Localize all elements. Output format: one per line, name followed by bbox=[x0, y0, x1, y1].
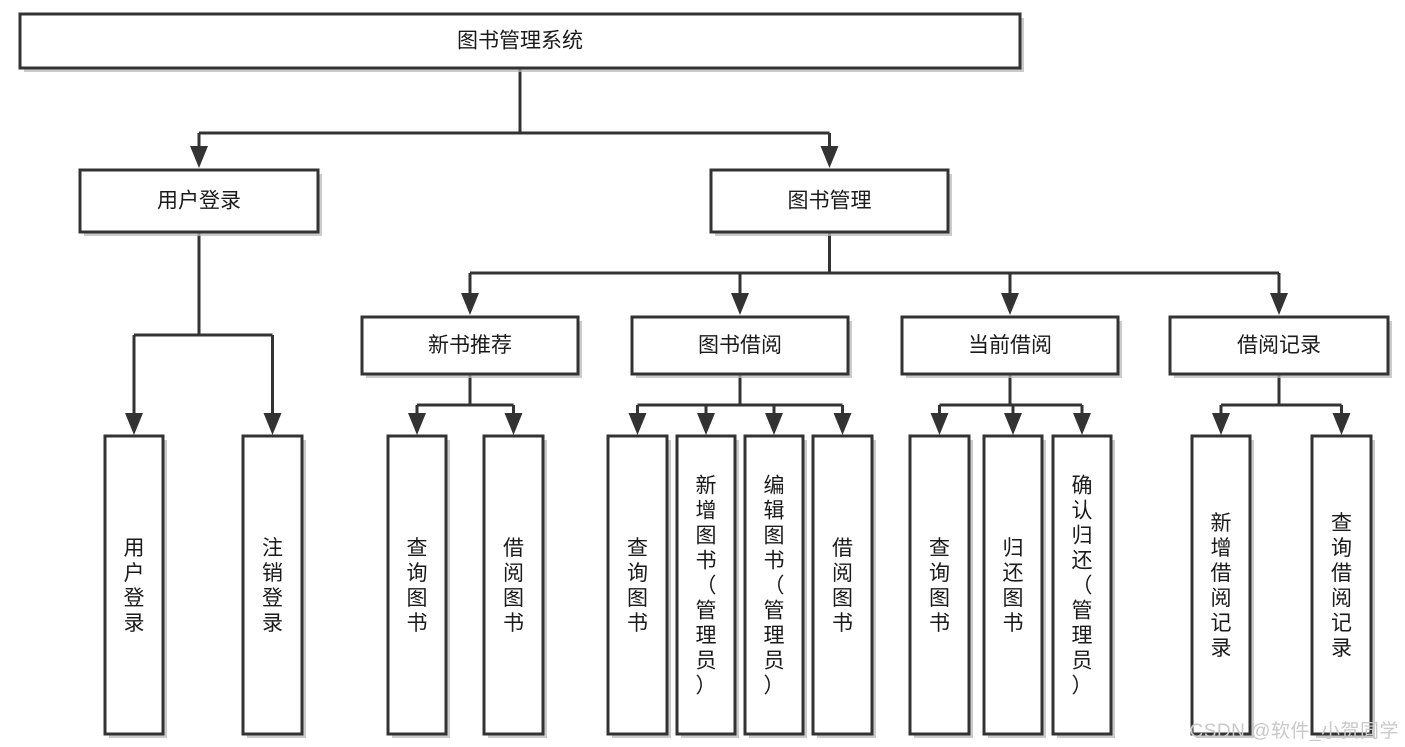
node-label: 查询借阅记录 bbox=[1331, 512, 1352, 660]
node-outline bbox=[103, 434, 165, 736]
node-leaf-查询图书[interactable]: 查询图书 bbox=[908, 434, 973, 738]
node-outline bbox=[1190, 434, 1252, 736]
node-outline bbox=[1168, 315, 1390, 376]
node-leaf-用户登录[interactable]: 用户登录 bbox=[103, 434, 167, 738]
node-label: 新增图书（管理员） bbox=[696, 475, 717, 698]
node-label: 新书推荐 bbox=[428, 334, 512, 357]
connectors-layer bbox=[125, 68, 1351, 435]
watermark-label: CSDN @软件_小贺同学 bbox=[1189, 721, 1399, 742]
node-leaf-查询图书[interactable]: 查询图书 bbox=[386, 434, 450, 738]
node-level3-新书推荐[interactable]: 新书推荐 bbox=[360, 315, 582, 378]
node-outline bbox=[360, 315, 580, 376]
node-label: 用户登录 bbox=[157, 190, 241, 213]
node-label: 注销登录 bbox=[262, 537, 283, 635]
node-level3-图书借阅[interactable]: 图书借阅 bbox=[630, 315, 852, 378]
node-label: 借阅图书 bbox=[503, 537, 524, 635]
node-label: 图书管理系统 bbox=[457, 30, 583, 53]
node-label: 借阅记录 bbox=[1237, 334, 1321, 357]
node-outline bbox=[908, 434, 971, 736]
node-leaf-借阅图书[interactable]: 借阅图书 bbox=[811, 434, 876, 738]
node-outline bbox=[982, 434, 1044, 736]
node-label: 查询图书 bbox=[627, 537, 648, 635]
node-label: 图书借阅 bbox=[698, 334, 782, 357]
node-outline bbox=[709, 168, 950, 234]
node-label: 用户登录 bbox=[124, 537, 145, 635]
node-root-图书管理系统[interactable]: 图书管理系统 bbox=[18, 12, 1024, 72]
node-outline bbox=[675, 434, 737, 736]
node-label: 新增借阅记录 bbox=[1211, 512, 1232, 660]
node-leaf-新增借阅记录[interactable]: 新增借阅记录 bbox=[1190, 434, 1254, 738]
node-outline bbox=[630, 315, 850, 376]
node-outline bbox=[241, 434, 304, 736]
node-outline bbox=[1310, 434, 1373, 736]
node-label: 图书管理 bbox=[788, 190, 872, 213]
node-leaf-查询图书[interactable]: 查询图书 bbox=[606, 434, 671, 738]
node-level2-图书管理[interactable]: 图书管理 bbox=[709, 168, 952, 236]
node-outline bbox=[78, 168, 320, 234]
node-leaf-查询借阅记录[interactable]: 查询借阅记录 bbox=[1310, 434, 1375, 738]
node-leaf-确认归还（管理员）[interactable]: 确认归还（管理员） bbox=[1051, 434, 1115, 738]
node-label: 归还图书 bbox=[1003, 537, 1024, 635]
node-outline bbox=[606, 434, 669, 736]
node-leaf-新增图书（管理员）[interactable]: 新增图书（管理员） bbox=[675, 434, 739, 738]
node-outline bbox=[900, 315, 1120, 376]
node-outline bbox=[743, 434, 805, 736]
node-leaf-借阅图书[interactable]: 借阅图书 bbox=[482, 434, 547, 738]
node-leaf-归还图书[interactable]: 归还图书 bbox=[982, 434, 1046, 738]
node-outline bbox=[18, 12, 1022, 70]
node-label: 查询图书 bbox=[407, 537, 428, 635]
node-label: 确认归还（管理员） bbox=[1072, 475, 1093, 698]
node-outline bbox=[482, 434, 545, 736]
node-level2-用户登录[interactable]: 用户登录 bbox=[78, 168, 322, 236]
node-level3-借阅记录[interactable]: 借阅记录 bbox=[1168, 315, 1392, 378]
node-leaf-注销登录[interactable]: 注销登录 bbox=[241, 434, 306, 738]
node-label: 查询图书 bbox=[929, 537, 950, 635]
node-outline bbox=[811, 434, 874, 736]
node-label: 编辑图书（管理员） bbox=[764, 475, 785, 698]
node-label: 借阅图书 bbox=[832, 537, 853, 635]
nodes-layer: 图书管理系统用户登录图书管理新书推荐图书借阅当前借阅借阅记录用户登录注销登录查询… bbox=[18, 12, 1392, 738]
node-level3-当前借阅[interactable]: 当前借阅 bbox=[900, 315, 1122, 378]
node-leaf-编辑图书（管理员）[interactable]: 编辑图书（管理员） bbox=[743, 434, 807, 738]
node-label: 当前借阅 bbox=[968, 334, 1052, 357]
node-outline bbox=[386, 434, 448, 736]
node-outline bbox=[1051, 434, 1113, 736]
